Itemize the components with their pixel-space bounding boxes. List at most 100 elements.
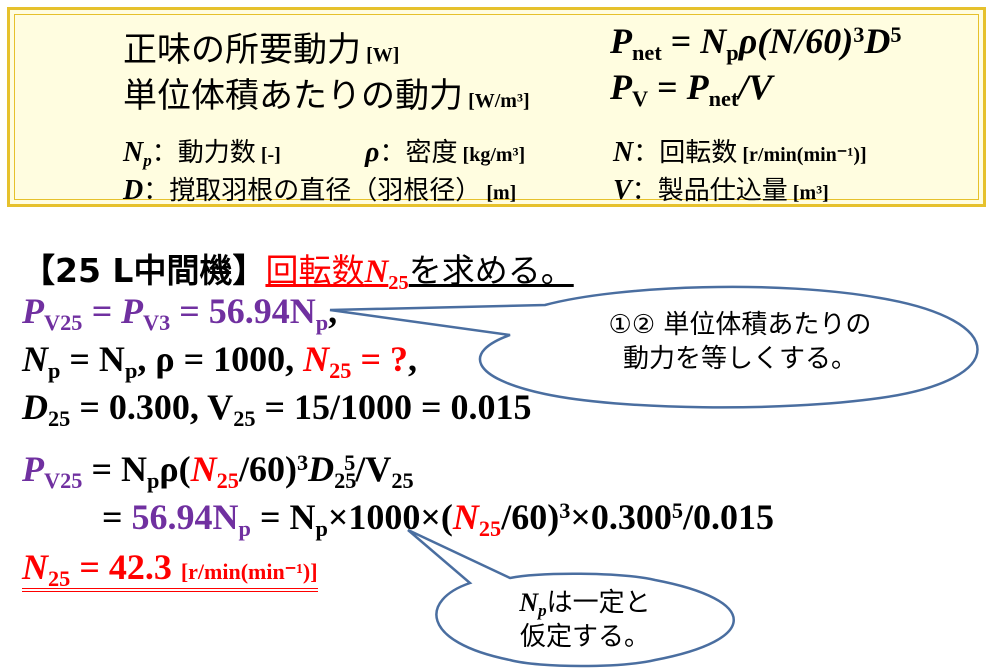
eq-sub: p	[124, 358, 138, 384]
eq-sub: 25	[233, 406, 256, 432]
definition-box: 正味の所要動力 [W] Pnet = Npρ(N/60)3D5 単位体積あたりの…	[7, 7, 986, 207]
eq-symbol: N	[22, 547, 48, 587]
eq-exp: 5	[344, 449, 356, 475]
eq-sub: 25	[478, 516, 502, 542]
var-symbol: V	[613, 175, 632, 206]
n-definition: N：回転数 [r/min(min⁻¹)]	[613, 132, 867, 169]
var-symbol: ρ	[365, 137, 380, 168]
callout-1-line-1: ①② 単位体積あたりの	[608, 310, 872, 340]
pv-equation: PV = Pnet/V	[610, 66, 772, 112]
eq-sub: 25	[48, 406, 71, 432]
given-line-1: PV25 = PV3 = 56.94Np,	[22, 290, 337, 336]
eq-symbol: D	[22, 387, 48, 427]
callout-1-bubble	[329, 285, 979, 409]
heading-link-symbol: N	[364, 254, 389, 290]
eq-sub: V25	[44, 310, 83, 336]
eq-part: 56.94N	[131, 497, 239, 537]
eq-part: /60)	[501, 497, 560, 537]
eq-sub: V3	[142, 310, 171, 336]
var-unit: [-]	[260, 144, 281, 166]
eq-symbol: P	[22, 449, 44, 489]
eq-sub: 25	[48, 566, 71, 592]
callout-2-sub: p	[538, 601, 547, 621]
equation-line-2: = 56.94Np = Np×1000×(N25/60)3×0.3005/0.0…	[102, 496, 775, 542]
eq-sub: 25	[216, 468, 239, 494]
eq-sub: 25	[334, 468, 357, 494]
eq-exp: 5	[890, 21, 902, 47]
heading-tail: を求める。	[408, 251, 574, 290]
callout-2-tail: は一定と	[546, 588, 651, 618]
eq-sub: net	[708, 86, 739, 112]
net-power-unit: [W]	[366, 44, 400, 66]
eq-exp: 3	[853, 21, 865, 47]
var-unit: [r/min(min⁻¹)]	[742, 144, 867, 166]
eq-symbol: N	[190, 449, 217, 489]
heading-bracket: 【25 L中間機】	[22, 251, 266, 290]
eq-part: = 15/1000 = 0.015	[255, 387, 532, 427]
eq-sub: p	[48, 358, 61, 384]
result-unit: [r/min(min⁻¹)]	[180, 559, 318, 584]
eq-sub: V25	[44, 468, 83, 494]
eq-part: ,	[407, 339, 417, 379]
eq-symbol: N	[22, 339, 48, 379]
var-symbol: N	[123, 137, 144, 168]
definition-box-inner	[14, 14, 979, 200]
callout-1-line-2: 動力を等しくする。	[622, 344, 857, 374]
eq-symbol: P	[610, 67, 632, 107]
eq-part: = ?	[351, 339, 408, 379]
eq-part: = N	[250, 497, 316, 537]
given-line-2: Np = Np, ρ = 1000, N25 = ?,	[22, 338, 417, 384]
eq-part: ×0.300	[570, 497, 672, 537]
v-definition: V：製品仕込量 [m³]	[613, 170, 829, 207]
callout-2-bubble	[407, 528, 735, 668]
eq-part: /0.015	[683, 497, 775, 537]
power-per-volume-row: 単位体積あたりの動力 [W/m³]	[123, 68, 530, 117]
var-label: ：製品仕込量	[631, 176, 788, 206]
equation-line-1: PV25 = Npρ(N25/60)3D255/V25	[22, 448, 414, 494]
eq-part: =	[102, 497, 132, 537]
eq-sub: p	[315, 516, 328, 542]
eq-part: = N	[82, 449, 147, 489]
net-power-label: 正味の所要動力	[123, 30, 361, 70]
callout-2-line-1: Npは一定と	[470, 586, 700, 620]
net-power-row: 正味の所要動力 [W]	[123, 22, 399, 71]
var-label: ：動力数	[151, 138, 256, 168]
eq-part: ρ(	[159, 449, 191, 489]
eq-part: = 56.94N	[170, 291, 316, 331]
eq-sub: p	[726, 40, 739, 66]
power-per-volume-unit: [W/m³]	[468, 90, 530, 112]
eq-part: , ρ = 1000,	[137, 339, 304, 379]
callout-2-symbol: N	[519, 588, 539, 617]
callout-2-line-2: 仮定する。	[519, 622, 650, 652]
eq-symbol: P	[22, 291, 44, 331]
result-line: N25 = 42.3 [r/min(min⁻¹)]	[22, 546, 318, 592]
given-line-3: D25 = 0.300, V25 = 15/1000 = 0.015	[22, 386, 532, 432]
np-definition: Np：動力数 [-]	[123, 132, 281, 169]
heading-link-sub: 25	[388, 271, 409, 294]
problem-heading: 【25 L中間機】回転数N25を求める。	[22, 244, 574, 294]
eq-exp: 5	[671, 497, 684, 523]
eq-equals: =	[670, 21, 692, 61]
eq-part: ×1000×(	[327, 497, 453, 537]
eq-exp: 3	[559, 497, 571, 523]
eq-sub: net	[632, 40, 662, 66]
eq-sub: 25	[391, 468, 414, 494]
eq-sub: 25	[329, 358, 352, 384]
eq-sub: p	[238, 516, 251, 542]
eq-part: = 42.3	[70, 547, 181, 587]
eq-part: = P	[82, 291, 143, 331]
eq-equals: =	[657, 67, 678, 107]
rho-definition: ρ：密度 [kg/m³]	[365, 132, 525, 169]
var-unit: [kg/m³]	[462, 144, 526, 166]
eq-sub: p	[315, 310, 329, 336]
heading-link-text: 回転数	[265, 251, 365, 290]
pnet-equation: Pnet = Npρ(N/60)3D5	[610, 20, 902, 66]
eq-symbol: P	[610, 21, 632, 61]
eq-symbol: N	[452, 497, 479, 537]
power-per-volume-label: 単位体積あたりの動力	[123, 76, 463, 116]
var-unit: [m³]	[792, 182, 829, 204]
var-symbol: N	[613, 137, 634, 168]
eq-exp: 3	[296, 449, 309, 475]
eq-symbol: N	[303, 339, 330, 379]
